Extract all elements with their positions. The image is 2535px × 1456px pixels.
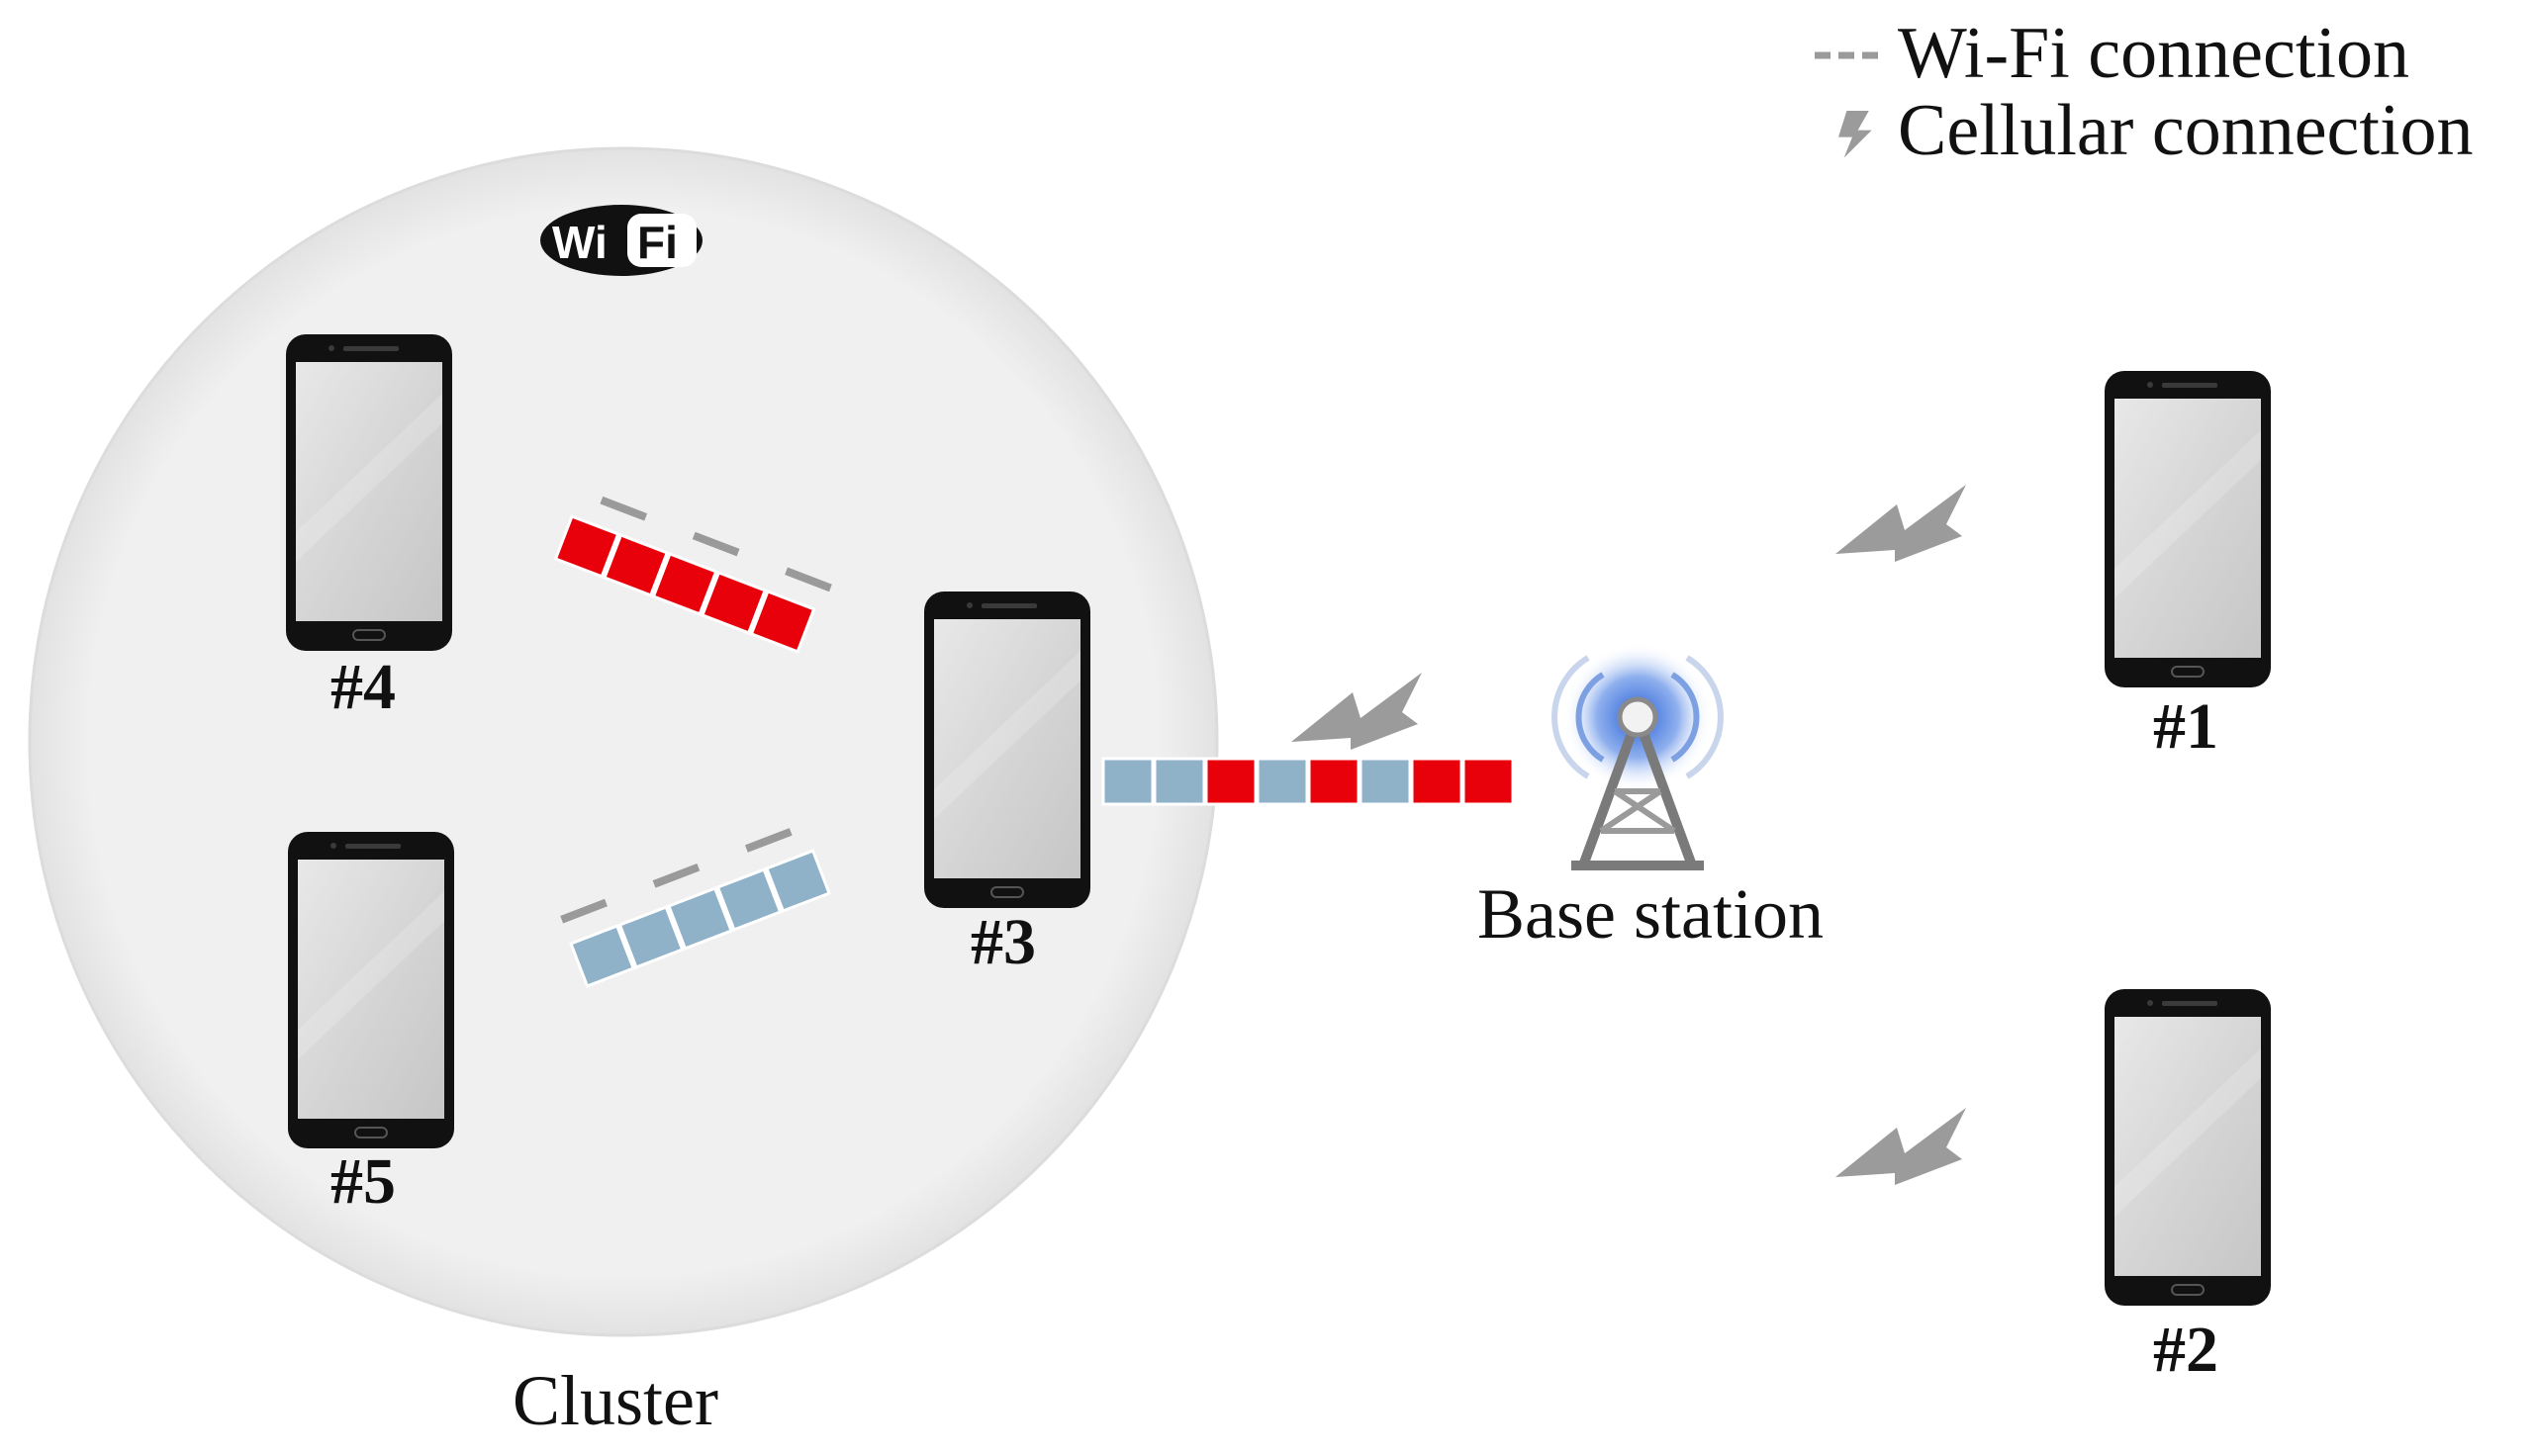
packet (1307, 757, 1361, 806)
phone-2-label: #2 (2153, 1314, 2218, 1386)
base-station-tower-icon (1551, 643, 1724, 870)
phone-5-icon (287, 831, 455, 1149)
packet (569, 924, 636, 988)
packet-stream-blue (560, 828, 832, 988)
phone-4-icon (285, 333, 453, 652)
phone-4-label: #4 (330, 651, 396, 723)
cluster-label: Cluster (513, 1361, 718, 1440)
phone-2-icon (2104, 988, 2272, 1307)
wifi-dash (692, 531, 740, 557)
packet (651, 552, 718, 616)
wifi-dash (600, 496, 648, 521)
lightning-bolt-icon (1835, 1108, 1966, 1185)
phone-3-label: #3 (971, 906, 1036, 978)
wifi-dash (652, 863, 701, 888)
packet (1410, 757, 1463, 806)
wifi-dash (744, 828, 793, 853)
packet (701, 571, 768, 635)
packet (1153, 757, 1206, 806)
legend-cellular-label: Cellular connection (1898, 90, 2474, 171)
legend-wifi-label: Wi-Fi connection (1898, 13, 2409, 94)
phone-1-label: #1 (2153, 690, 2218, 763)
packet (1359, 757, 1412, 806)
packet (603, 533, 670, 597)
wifi-badge-left: Wi (552, 217, 608, 268)
phone-5-label: #5 (330, 1145, 396, 1218)
wifi-dash (785, 567, 832, 592)
wifi-badge-right: Fi (637, 217, 678, 268)
packet (1461, 757, 1515, 806)
legend: Wi-Fi connection Cellular connection (1815, 13, 2474, 171)
packet (553, 514, 620, 579)
packet (1256, 757, 1309, 806)
lightning-bolt-icon (1835, 485, 1966, 562)
phone-1-icon (2104, 370, 2272, 688)
packet (1204, 757, 1258, 806)
legend-lightning-bolt-icon (1838, 111, 1872, 158)
base-station-label: Base station (1477, 874, 1824, 954)
phone-3-icon (923, 591, 1091, 909)
packet (1101, 757, 1155, 806)
wifi-dash (560, 898, 608, 924)
lightning-bolt-icon (1291, 673, 1422, 750)
packet (715, 867, 783, 932)
packet (617, 905, 685, 969)
packet (749, 590, 816, 654)
wifi-badge-icon: Wi Fi (540, 205, 703, 276)
cluster: Wi Fi #4 #5 #3 (28, 146, 1219, 1440)
packet-stream-red (553, 496, 832, 654)
packet-queue-to-base (1101, 757, 1515, 806)
packet (764, 849, 832, 913)
packet (667, 886, 734, 951)
